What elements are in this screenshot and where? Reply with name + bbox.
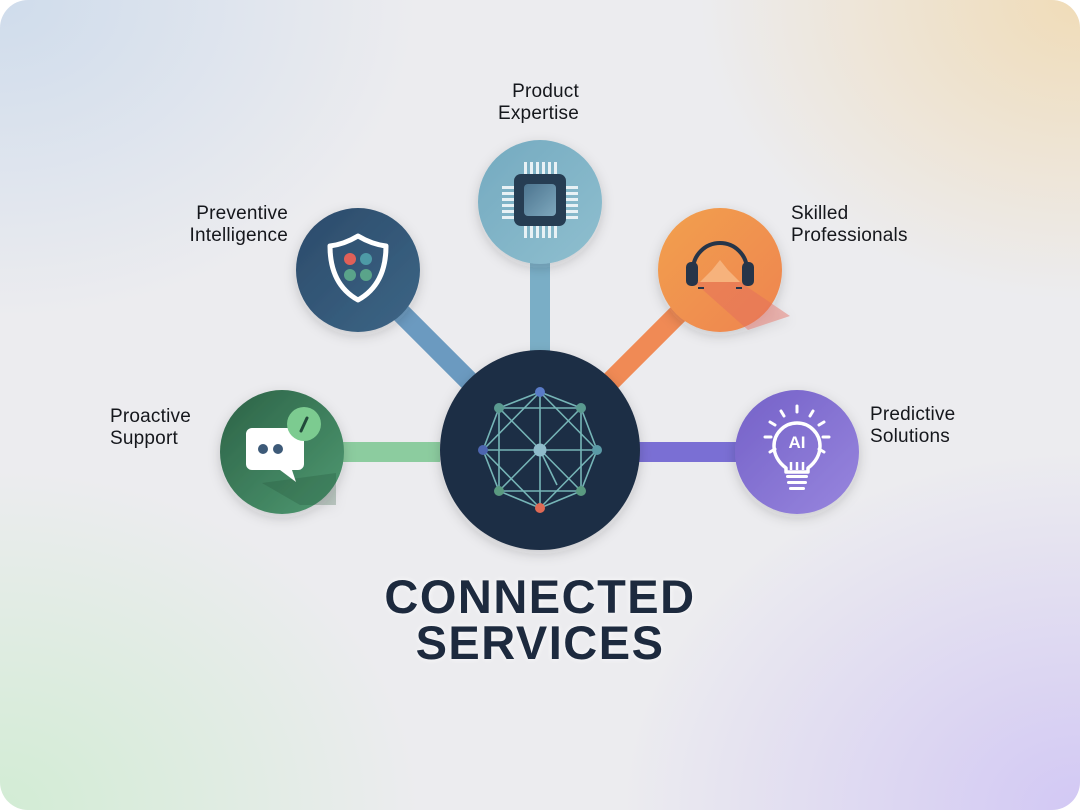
label-line: Support — [110, 428, 178, 449]
label-line: Predictive — [870, 404, 956, 425]
label-product-expertise: Product Expertise — [470, 81, 579, 125]
headset-icon — [686, 241, 790, 330]
label-predictive-solutions: Predictive Solutions — [870, 404, 955, 448]
title-line-1: CONNECTED — [384, 570, 696, 623]
label-line: Proactive — [110, 406, 192, 427]
node-predictive-solutions[interactable]: AI — [735, 390, 859, 514]
title-line-2: SERVICES — [415, 616, 665, 669]
label-line: Intelligence — [189, 225, 288, 246]
label-line: Product — [512, 81, 579, 102]
label-line: Solutions — [870, 426, 950, 447]
diagram-title: CONNECTED SERVICES — [0, 570, 1080, 669]
node-skilled-professionals[interactable] — [658, 208, 790, 332]
label-proactive-support: Proactive Support — [110, 406, 191, 450]
label-line: Professionals — [791, 225, 908, 246]
node-product-expertise[interactable] — [478, 140, 602, 264]
microchip-icon — [502, 162, 578, 238]
node-preventive-intelligence[interactable] — [296, 208, 420, 332]
label-skilled-professionals: Skilled Professionals — [791, 203, 908, 247]
node-proactive-support[interactable] — [220, 390, 344, 514]
ai-lightbulb-icon: AI — [763, 404, 831, 490]
label-line: Expertise — [497, 103, 579, 124]
label-line: Skilled — [791, 203, 849, 224]
label-preventive-intelligence: Preventive Intelligence — [130, 203, 288, 247]
chat-bubble-icon — [246, 407, 336, 505]
network-nodes — [478, 387, 602, 513]
label-line: Preventive — [196, 203, 288, 224]
ai-text: AI — [789, 433, 806, 452]
shield-icon — [327, 233, 389, 303]
network-hub[interactable] — [440, 350, 640, 550]
